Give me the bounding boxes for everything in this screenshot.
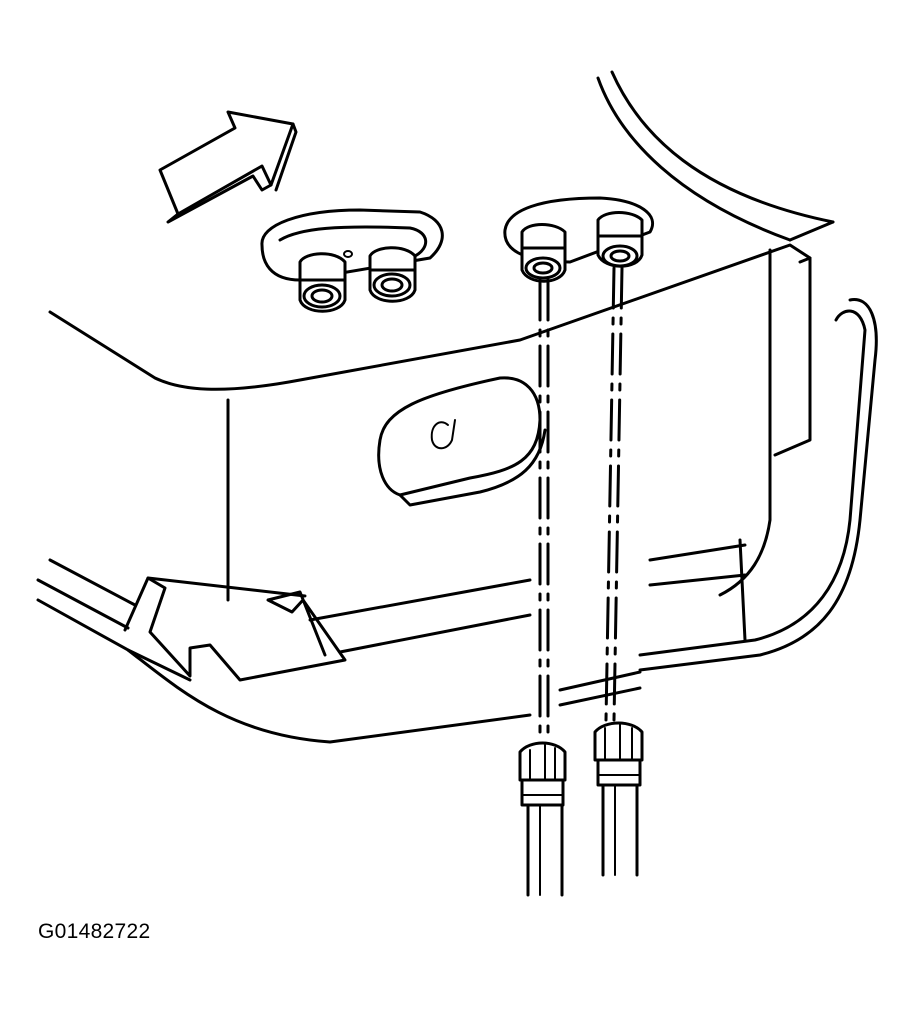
left-hose-fitting (518, 741, 567, 897)
oval-recess (377, 376, 547, 507)
figure-id-label: G01482722 (38, 920, 151, 943)
housing-outer-edge (596, 70, 878, 672)
right-port-pair (503, 196, 654, 283)
housing-block (36, 243, 812, 744)
left-port-pair (260, 208, 444, 313)
right-hose-fitting (593, 721, 644, 877)
direction-arrow (158, 110, 298, 224)
disconnect-centerlines (538, 266, 624, 742)
mounting-notch (123, 576, 347, 682)
